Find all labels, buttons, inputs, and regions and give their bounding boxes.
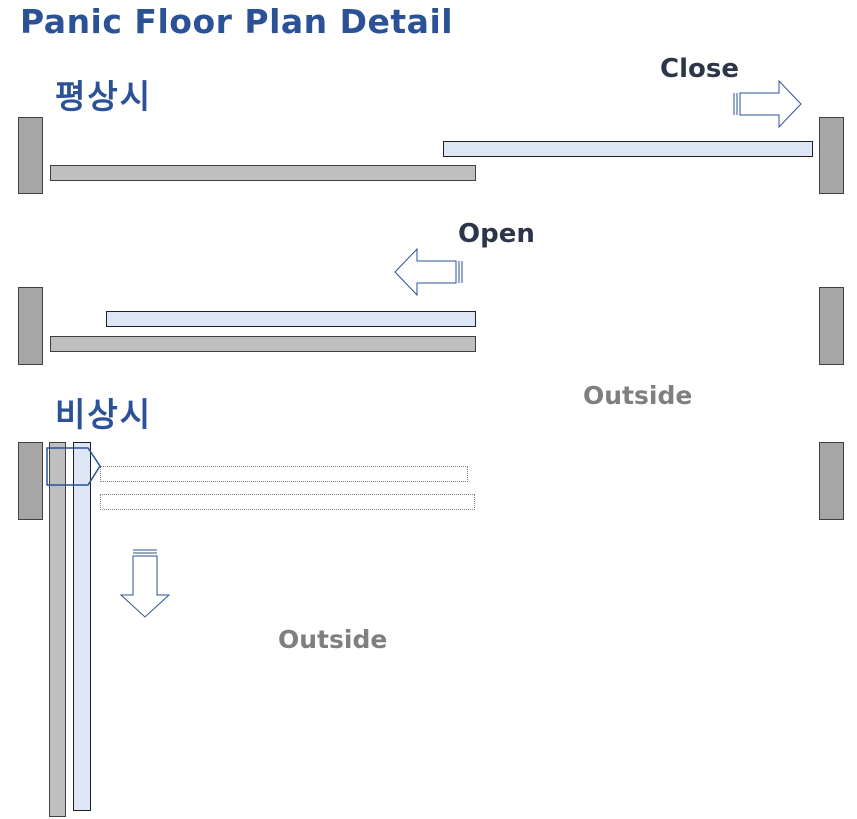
- wall-jamb-left: [18, 117, 43, 194]
- arrow-left-icon: [394, 247, 463, 297]
- fixed-panel: [50, 165, 476, 181]
- ghost-panel-outline: [100, 494, 475, 510]
- wall-jamb-right: [819, 442, 844, 520]
- arrow-right-icon: [46, 447, 101, 486]
- outside-label: Outside: [278, 625, 388, 654]
- close-label: Close: [660, 54, 739, 84]
- outside-label: Outside: [583, 381, 693, 410]
- wall-jamb-right: [819, 287, 844, 365]
- sliding-leaf-closed: [443, 141, 813, 157]
- section-heading-normal: 평상시: [55, 77, 153, 116]
- fixed-panel: [50, 336, 476, 352]
- sliding-leaf-open: [106, 311, 476, 327]
- ghost-leaf-outline: [100, 466, 468, 482]
- page-title: Panic Floor Plan Detail: [20, 2, 454, 41]
- arrow-down-icon: [119, 549, 171, 618]
- wall-jamb-left: [18, 287, 43, 365]
- sliding-leaf-swung: [73, 442, 91, 811]
- wall-jamb-left: [18, 442, 43, 520]
- arrow-right-icon: [733, 79, 802, 129]
- wall-jamb-right: [819, 117, 844, 194]
- fixed-panel-swung: [49, 442, 66, 817]
- open-label: Open: [458, 219, 535, 249]
- section-heading-emergency: 비상시: [55, 395, 153, 434]
